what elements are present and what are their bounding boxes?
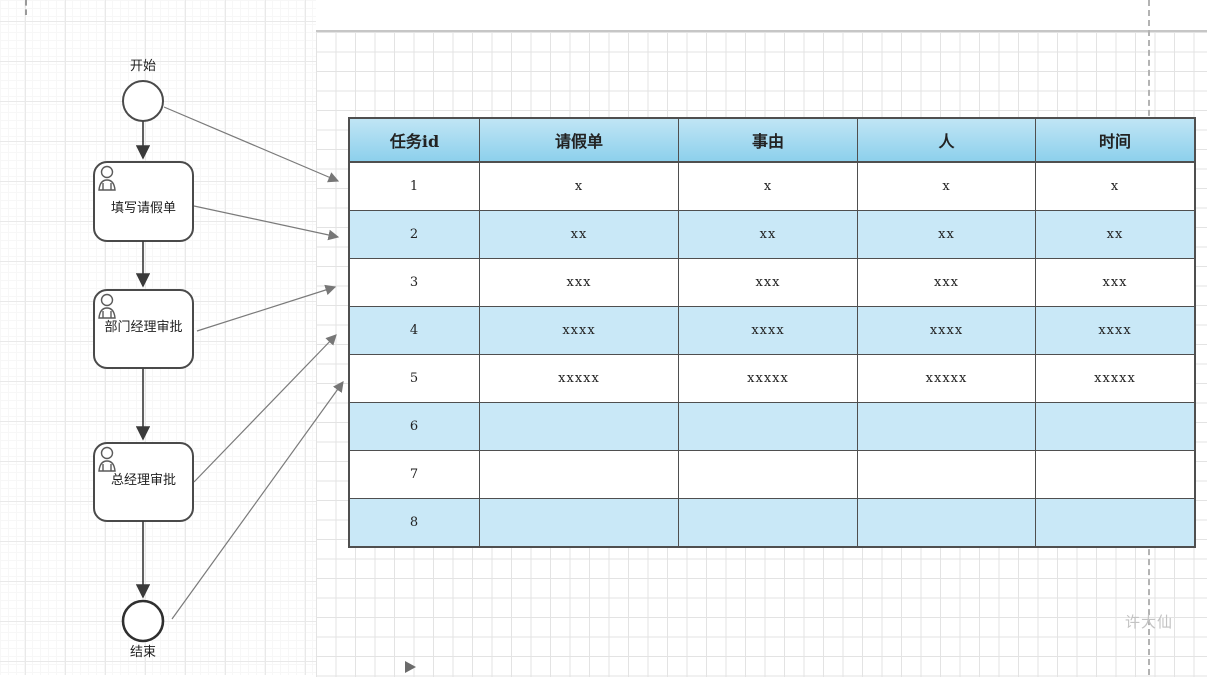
table-cell: x: [857, 161, 1036, 211]
table-cell: 6: [348, 402, 480, 451]
task-node-dept-manager-approval[interactable]: [93, 289, 194, 369]
table-cell: 1: [348, 161, 480, 211]
table-cell: xxx: [1035, 258, 1196, 307]
annotation-arrow-fill-to-row2[interactable]: [193, 205, 340, 241]
table-row: 6: [348, 402, 1196, 451]
column-header: 任务id: [348, 117, 480, 163]
annotation-arrow-end-to-row5[interactable]: [171, 381, 344, 620]
table-cell: xx: [857, 210, 1036, 259]
table-cell: x: [678, 161, 858, 211]
end-event-label: 结束: [129, 644, 156, 659]
table-cell: xxxx: [678, 306, 858, 355]
annotation-arrow-gm-to-row4[interactable]: [193, 334, 337, 483]
start-event-label: 开始: [129, 58, 156, 73]
table-cell: xxx: [857, 258, 1036, 307]
column-header: 人: [857, 117, 1036, 163]
table-cell: xx: [1035, 210, 1196, 259]
user-icon: [98, 165, 116, 191]
table-cell: x: [1035, 161, 1196, 211]
table-cell: [857, 402, 1036, 451]
table-cell: 2: [348, 210, 480, 259]
table-cell: [857, 450, 1036, 499]
table-row: 7: [348, 450, 1196, 499]
table-cell: [678, 498, 858, 548]
table-cell: [1035, 450, 1196, 499]
page-break-dashed-line-top: [25, 0, 27, 15]
table-cell: 4: [348, 306, 480, 355]
table-cell: xxxxx: [678, 354, 858, 403]
table-cell: [678, 402, 858, 451]
table-cell: xxxxx: [1035, 354, 1196, 403]
table-cell: [857, 498, 1036, 548]
task-label-fill-leave-form: 填写请假单: [110, 200, 176, 215]
user-icon: [98, 293, 116, 319]
annotation-arrow-dept-to-row3[interactable]: [196, 284, 337, 332]
table-cell: [1035, 402, 1196, 451]
table-cell: [479, 498, 679, 548]
task-label-general-manager-approval: 总经理审批: [110, 472, 176, 487]
table-row: 8: [348, 498, 1196, 548]
table-cell: [479, 402, 679, 451]
watermark: 许大仙: [1125, 614, 1174, 631]
table-cell: xx: [678, 210, 858, 259]
table-cell: xxxx: [857, 306, 1036, 355]
column-header: 事由: [678, 117, 858, 163]
column-header: 时间: [1035, 117, 1196, 163]
table-cell: x: [479, 161, 679, 211]
table-cell: 8: [348, 498, 480, 548]
table-cell: xxxxx: [857, 354, 1036, 403]
cursor-arrow-icon: [405, 661, 416, 673]
column-header: 请假单: [479, 117, 679, 163]
table-cell: xx: [479, 210, 679, 259]
table-cell: [479, 450, 679, 499]
table-cell: xxx: [678, 258, 858, 307]
start-event-node[interactable]: [122, 80, 164, 122]
table-cell: 7: [348, 450, 480, 499]
table-cell: [678, 450, 858, 499]
table-cell: xxx: [479, 258, 679, 307]
table-cell: xxxxx: [479, 354, 679, 403]
task-label-dept-manager-approval: 部门经理审批: [104, 319, 183, 334]
user-icon: [98, 446, 116, 472]
table-cell: xxxx: [1035, 306, 1196, 355]
annotation-arrow-start-to-row1[interactable]: [163, 106, 340, 183]
table-cell: [1035, 498, 1196, 548]
table-cell: 3: [348, 258, 480, 307]
end-event-node[interactable]: [121, 599, 165, 643]
table-cell: xxxx: [479, 306, 679, 355]
table-cell: 5: [348, 354, 480, 403]
